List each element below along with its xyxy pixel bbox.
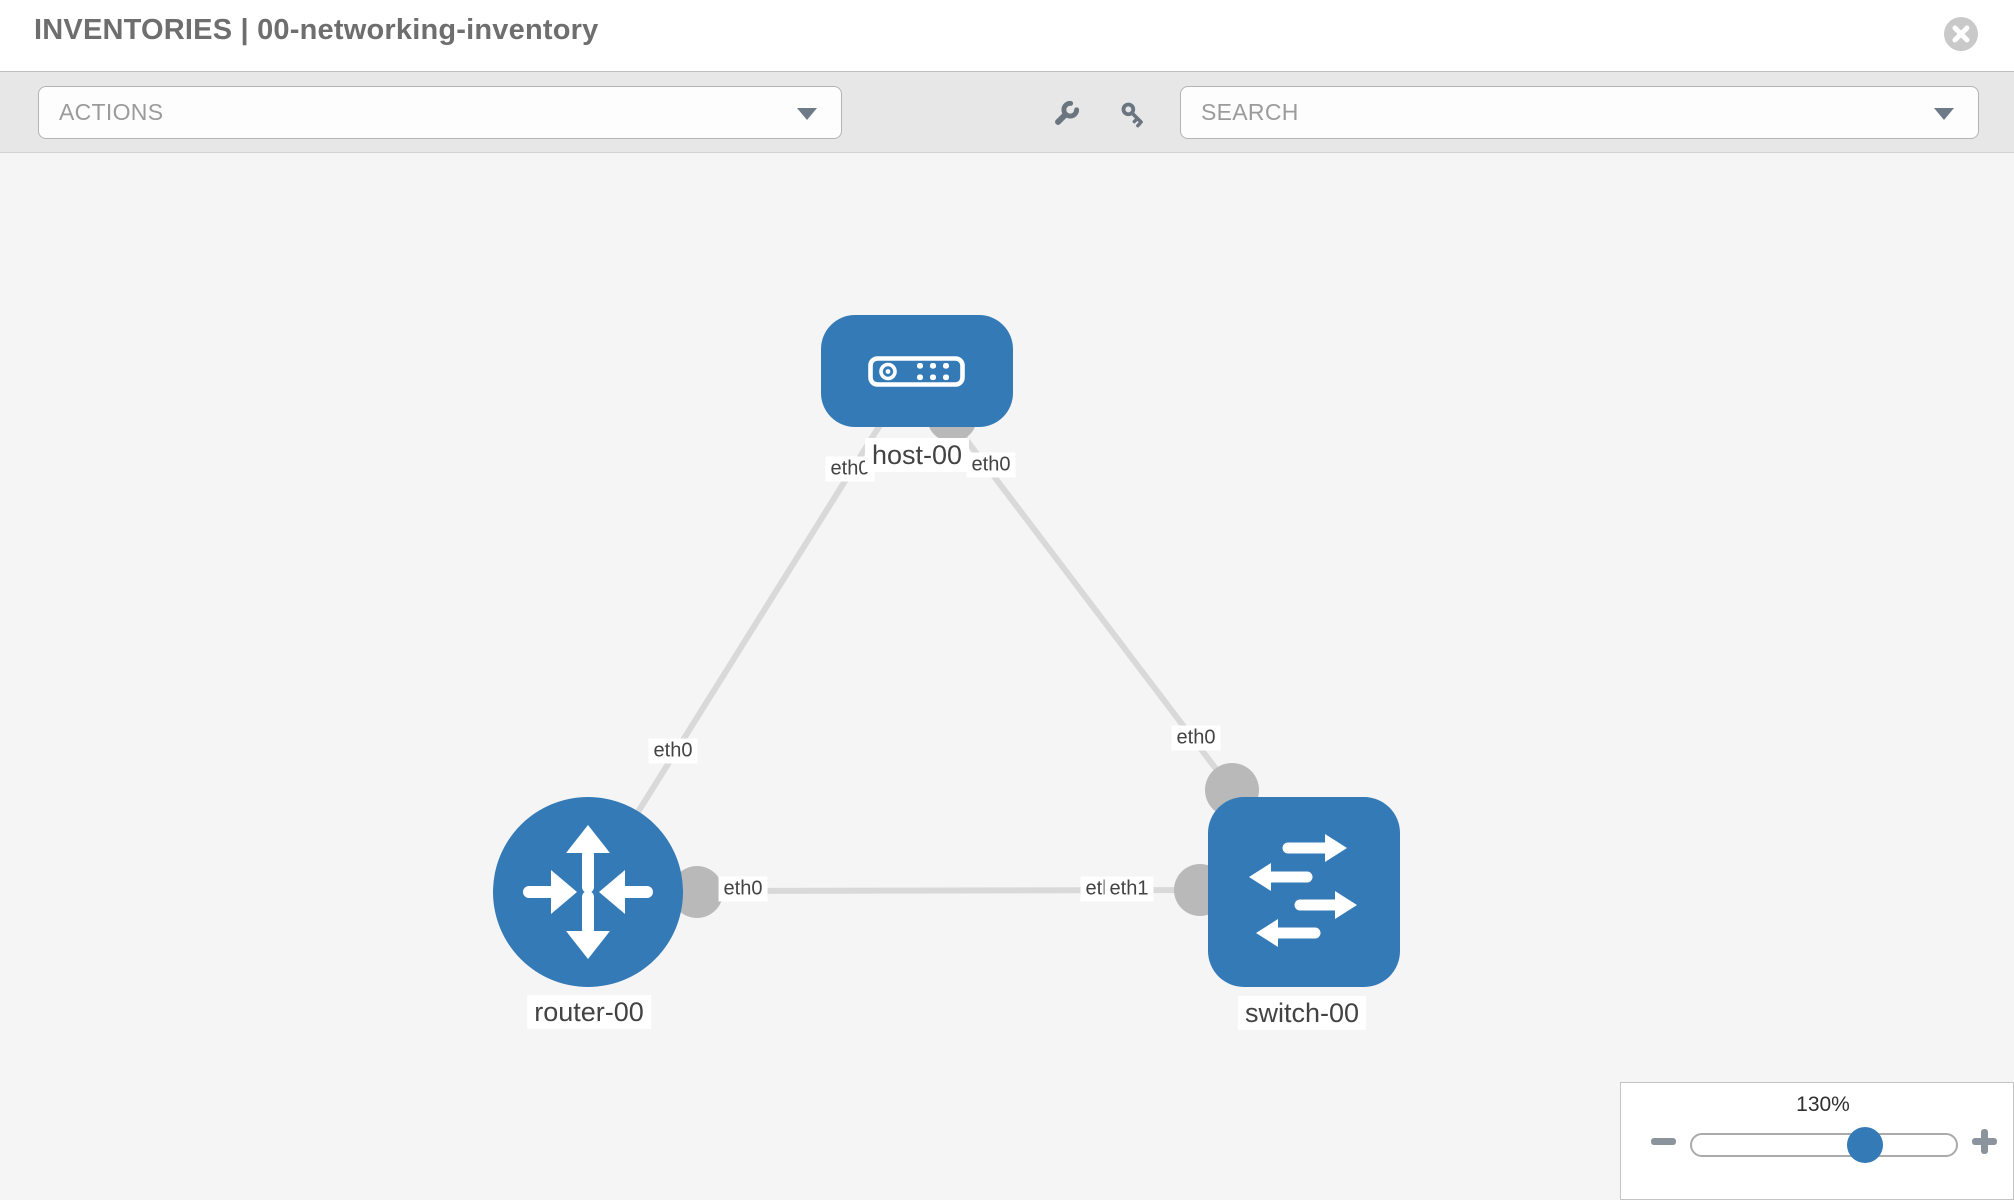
zoom-out-button[interactable] [1651, 1138, 1676, 1145]
router-icon [523, 825, 653, 959]
chevron-down-icon [1934, 107, 1954, 120]
topology-canvas[interactable]: eth0 eth0 host-00 eth0 eth0 eth0 eth0 et… [0, 153, 2014, 1200]
zoom-percentage: 130% [1796, 1093, 1850, 1116]
zoom-control-panel: 130% [1620, 1082, 2014, 1200]
chevron-down-icon [797, 107, 817, 120]
interface-label: eth0 [718, 876, 768, 902]
host-icon [868, 356, 965, 387]
close-icon [1952, 25, 1970, 43]
toolbar: ACTIONS SEARCH [0, 71, 2014, 153]
zoom-slider-thumb[interactable] [1847, 1127, 1883, 1163]
actions-dropdown[interactable]: ACTIONS [38, 86, 842, 139]
switch-icon [1249, 834, 1357, 947]
wrench-icon [1055, 100, 1080, 125]
zoom-in-button[interactable] [1972, 1129, 1997, 1154]
search-dropdown-label: SEARCH [1201, 99, 1299, 125]
node-router-00[interactable] [493, 797, 683, 987]
key-icon [1121, 102, 1143, 128]
credentials-button[interactable] [1117, 98, 1151, 132]
topology-graph [585, 392, 1259, 918]
actions-dropdown-label: ACTIONS [59, 99, 164, 125]
interface-label: eth0 [966, 452, 1016, 478]
zoom-slider-track[interactable] [1690, 1133, 1958, 1157]
interface-label: eth0 [1171, 725, 1221, 751]
tools-button[interactable] [1048, 98, 1082, 132]
node-label-switch: switch-00 [1237, 996, 1367, 1030]
search-dropdown[interactable]: SEARCH [1180, 86, 1979, 139]
interface-label: eth0 [648, 738, 698, 764]
close-button[interactable] [1944, 17, 1978, 51]
node-switch-00[interactable] [1208, 797, 1400, 987]
header-bar: INVENTORIES | 00-networking-inventory [0, 0, 2014, 71]
node-host-00[interactable] [821, 315, 1013, 427]
interface-label: eth1 [1104, 876, 1154, 902]
node-label-router: router-00 [527, 995, 651, 1029]
port-connector-router[interactable] [671, 866, 723, 918]
page-title: INVENTORIES | 00-networking-inventory [34, 14, 599, 46]
node-label-host: host-00 [864, 438, 970, 472]
